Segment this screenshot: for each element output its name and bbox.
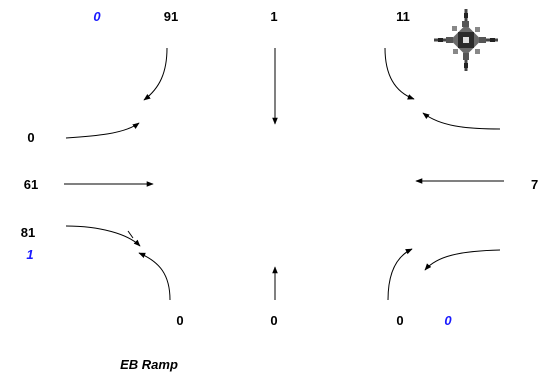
east-through-volume: 7 bbox=[531, 177, 538, 192]
west-pedestrian-count: 1 bbox=[26, 247, 33, 262]
south-right-turn-arrow bbox=[387, 248, 413, 301]
east-right-turn-arrow bbox=[424, 249, 501, 271]
south-pedestrian-count: 0 bbox=[444, 313, 452, 328]
west-left-turn-arrow bbox=[65, 122, 140, 139]
west-through-volume: 61 bbox=[24, 177, 38, 192]
intersection-caption: EB Ramp bbox=[120, 357, 178, 372]
west-right-turn-volume: 81 bbox=[21, 225, 35, 240]
north-pedestrian-count: 0 bbox=[93, 9, 101, 24]
south-through-volume: 0 bbox=[270, 313, 277, 328]
west-right-turn-arrow-tick bbox=[127, 230, 134, 239]
west-u-turn-volume: 0 bbox=[27, 130, 34, 145]
south-right-turn-volume: 0 bbox=[396, 313, 403, 328]
north-right-turn-arrow bbox=[384, 47, 415, 100]
north-through-volume: 1 bbox=[270, 9, 277, 24]
east-left-turn-arrow bbox=[422, 112, 501, 130]
west-right-turn-arrow bbox=[65, 225, 141, 247]
compass-icon bbox=[434, 9, 498, 71]
north-left-turn-arrow bbox=[143, 47, 168, 101]
north-left-turn-volume: 91 bbox=[164, 9, 178, 24]
north-right-turn-volume: 11 bbox=[396, 9, 410, 24]
south-left-turn-arrow bbox=[138, 252, 171, 301]
south-left-turn-volume: 0 bbox=[176, 313, 183, 328]
